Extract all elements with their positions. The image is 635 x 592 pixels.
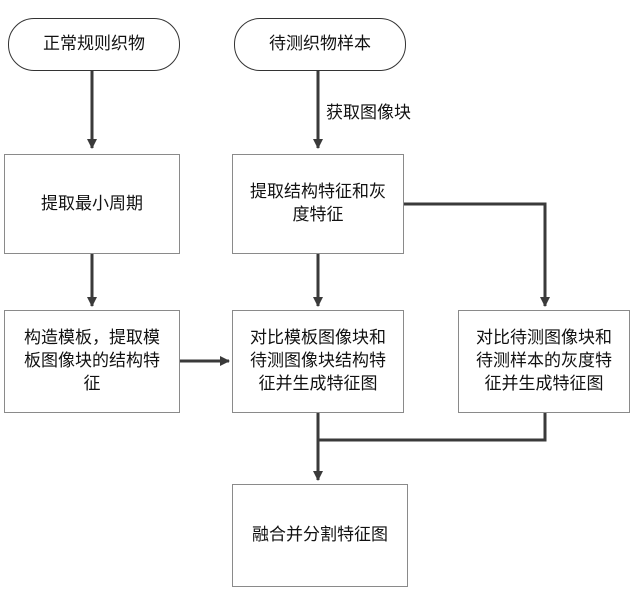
step-compare-gray: 对比待测图像块和 待测样本的灰度特 征并生成特征图 (458, 310, 630, 413)
start-normal-fabric: 正常规则织物 (8, 18, 180, 71)
arrow-features-to-compare-gray (404, 204, 545, 306)
step-extract-struct-gray: 提取结构特征和灰 度特征 (232, 154, 404, 254)
connector-compare-gray-merge (318, 413, 545, 440)
step-compare-struct: 对比模板图像块和 待测图像块结构特 征并生成特征图 (232, 310, 404, 413)
step-fuse-segment: 融合并分割特征图 (232, 484, 408, 587)
step-build-template: 构造模板，提取模 板图像块的结构特 征 (4, 310, 180, 413)
start-sample-fabric: 待测织物样本 (234, 18, 406, 71)
step-extract-min-period: 提取最小周期 (4, 154, 180, 254)
edge-label-get-patches: 获取图像块 (326, 102, 411, 124)
